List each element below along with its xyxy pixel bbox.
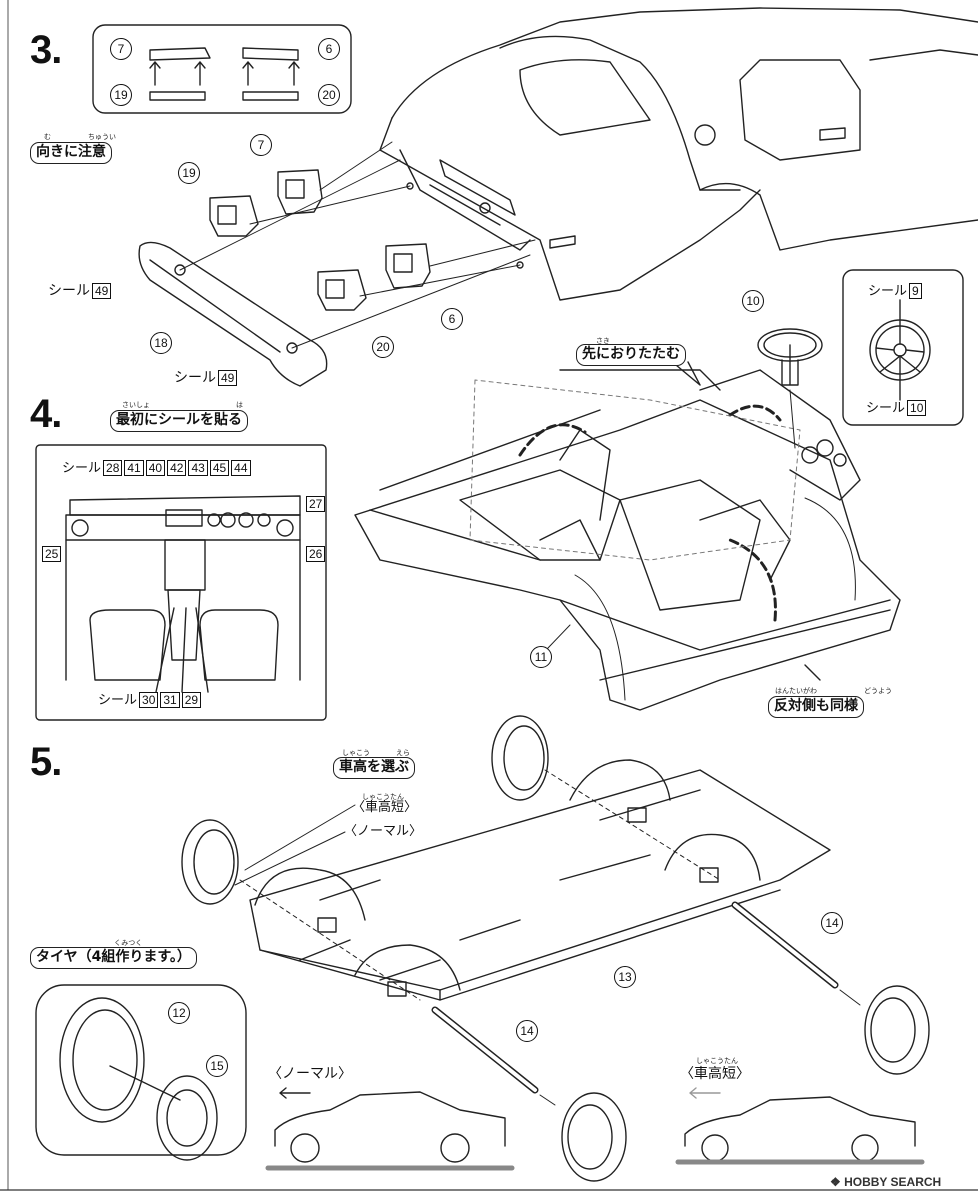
part-12: 12 — [168, 1002, 190, 1024]
seal-30: 30 — [139, 692, 159, 708]
part-10: 10 — [742, 290, 764, 312]
both-sides-ruby-1: はんたいがわ — [775, 687, 817, 695]
part-13: 13 — [614, 966, 636, 988]
step-5-number: 5. — [30, 740, 62, 784]
part-14-front: 14 — [516, 1020, 538, 1042]
fold-ruby: さき — [596, 337, 610, 345]
compare-normal-label: 〈ノーマル〉 — [268, 1066, 352, 1082]
ride-height-note: 車高を選ぶ — [333, 757, 415, 779]
seal-word: シール — [868, 284, 908, 299]
option-normal-label: 〈ノーマル〉 — [344, 824, 423, 839]
option-short-ruby: しゃこうたん — [362, 793, 404, 801]
seal-25: 25 — [42, 546, 62, 562]
part-6: 6 — [441, 308, 463, 330]
seal-first-note: 最初にシールを貼る — [110, 410, 248, 432]
seal-10: 10 — [907, 400, 927, 416]
dash-seal-27: 27 — [304, 496, 326, 512]
both-sides-ruby-2: どうよう — [864, 687, 892, 695]
seal-word: シール — [62, 461, 102, 476]
fold-note: 先におりたたむ — [576, 344, 686, 366]
seal-31: 31 — [160, 692, 180, 708]
tire-ruby: くみつく — [114, 939, 143, 947]
inset-part-19: 19 — [110, 84, 132, 106]
orientation-ruby-2: ちゅうい — [88, 133, 116, 141]
seal-49-top: 49 — [92, 283, 112, 299]
seal-26: 26 — [306, 546, 326, 562]
part-14-rear: 14 — [821, 912, 843, 934]
tire-note: タイヤ（4組作ります。） — [30, 947, 197, 969]
watermark-text: HOBBY SEARCH — [844, 1175, 942, 1189]
seal-42: 42 — [167, 460, 187, 476]
dash-seal-25: 25 — [40, 546, 62, 562]
part-18: 18 — [150, 332, 172, 354]
seal-28: 28 — [103, 460, 123, 476]
seal-45: 45 — [209, 460, 230, 476]
inset-part-7: 7 — [110, 38, 132, 60]
watermark-icon: ❖ — [830, 1175, 845, 1189]
part-7: 7 — [250, 134, 272, 156]
orientation-ruby-1: む — [44, 133, 51, 141]
seal-49-bottom: 49 — [218, 370, 238, 386]
dash-seal-26: 26 — [304, 546, 326, 562]
seal-43: 43 — [188, 460, 208, 476]
seal-40: 40 — [145, 460, 166, 476]
ride-height-ruby-2: えら — [396, 749, 410, 757]
seal-word: シール — [866, 401, 906, 416]
seal-first-ruby-1: さいしょ — [122, 401, 150, 409]
watermark-logo: ❖ HOBBY SEARCH — [830, 1175, 941, 1189]
ride-height-ruby-1: しゃこう — [342, 749, 370, 757]
both-sides-note: 反対側も同様 — [768, 696, 864, 718]
step-3-number: 3. — [30, 28, 62, 72]
part-19: 19 — [178, 162, 200, 184]
part-15: 15 — [206, 1055, 228, 1077]
part-20: 20 — [372, 336, 394, 358]
step-4-number: 4. — [30, 392, 62, 436]
seal-41: 41 — [124, 460, 144, 476]
seal-44: 44 — [231, 460, 251, 476]
seal-first-ruby-2: は — [236, 401, 243, 409]
compare-short-label: 〈車高短〉 — [680, 1066, 750, 1082]
inset-part-6: 6 — [318, 38, 340, 60]
orientation-note: 向きに注意 — [30, 142, 112, 164]
seal-word: シール — [174, 370, 216, 386]
seal-word: シール — [98, 693, 138, 708]
seal-27: 27 — [306, 496, 326, 512]
inset-part-20: 20 — [318, 84, 340, 106]
seal-word: シール — [48, 283, 90, 299]
option-short-label: 〈車高短〉 — [352, 800, 418, 815]
part-11: 11 — [530, 646, 552, 668]
seal-9: 9 — [909, 283, 922, 299]
compare-short-ruby: しゃこうたん — [696, 1057, 738, 1065]
seal-29: 29 — [181, 692, 202, 708]
